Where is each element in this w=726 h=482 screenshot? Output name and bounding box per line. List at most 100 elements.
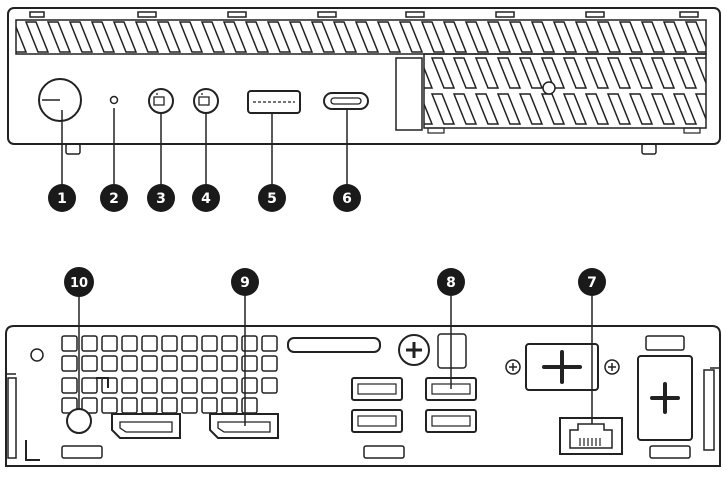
front-top-tabs	[29, 11, 699, 18]
vent-hole	[221, 335, 238, 352]
vent-slat	[518, 57, 544, 89]
svg-text:1: 1	[57, 191, 67, 207]
displayport-1[interactable]	[111, 413, 181, 439]
ethernet-port[interactable]	[559, 417, 623, 455]
vent-hole	[101, 335, 118, 352]
thumb-screw[interactable]	[398, 333, 467, 369]
vent-hole	[261, 377, 278, 394]
vent-slat	[474, 93, 500, 125]
vent-slat	[552, 21, 578, 53]
vent-slat	[424, 65, 434, 89]
callout-4: 4	[192, 184, 220, 212]
vent-hole	[141, 355, 158, 372]
vent-slat	[112, 21, 138, 53]
callout-5: 5	[258, 184, 286, 212]
vent-slat	[584, 93, 610, 125]
vent-slat	[486, 21, 512, 53]
rear-chassis	[5, 325, 721, 467]
front-foot-right	[641, 143, 657, 155]
vent-slat	[452, 57, 478, 89]
displayport-2[interactable]	[209, 413, 279, 439]
callouts: 1 2 3 4 5 6 7 8	[48, 184, 606, 297]
vent-slat	[430, 57, 456, 89]
vent-hole	[201, 335, 218, 352]
vent-slat	[354, 21, 380, 53]
vent-slat	[288, 21, 314, 53]
vent-hole	[61, 335, 78, 352]
vent-slat	[464, 21, 490, 53]
vent-slat	[266, 21, 292, 53]
rear-leader-lines	[78, 294, 593, 426]
vent-slat	[496, 93, 522, 125]
usb-a-port[interactable]	[247, 90, 301, 114]
vent-slat	[200, 21, 226, 53]
vent-slat	[694, 93, 706, 122]
vent-hole	[221, 355, 238, 372]
vent-slat	[662, 21, 688, 53]
callout-6: 6	[333, 184, 361, 212]
vent-slat	[90, 21, 116, 53]
rear-small-hole	[30, 348, 44, 362]
vent-hole	[241, 335, 258, 352]
callout-2: 2	[100, 184, 128, 212]
side-bracket	[637, 335, 693, 441]
vent-slat	[650, 93, 676, 125]
vent-hole	[81, 355, 98, 372]
usb-c-port[interactable]	[323, 92, 369, 110]
vent-slat	[420, 21, 446, 53]
svg-text:10: 10	[70, 276, 88, 291]
vent-slat	[672, 93, 698, 125]
vent-slat	[640, 21, 666, 53]
vent-hole	[121, 397, 138, 414]
front-leader-lines	[61, 108, 348, 186]
front-vent-grille	[15, 19, 707, 134]
vent-hole	[81, 377, 98, 394]
callout-3: 3	[147, 184, 175, 212]
vent-hole	[121, 355, 138, 372]
callout-7: 7	[578, 268, 606, 296]
vent-hole	[181, 397, 198, 414]
vent-slat	[530, 21, 556, 53]
vent-slat	[376, 21, 402, 53]
svg-text:7: 7	[587, 275, 597, 291]
rear-bottom-slots	[61, 445, 691, 459]
vent-slat	[134, 21, 160, 53]
vent-hole	[221, 397, 238, 414]
svg-text:6: 6	[342, 191, 352, 207]
vent-slat	[178, 21, 204, 53]
callout-8: 8	[437, 268, 465, 296]
vent-slat	[508, 21, 534, 53]
vent-hole	[161, 377, 178, 394]
vent-hole	[261, 335, 278, 352]
callout-9: 9	[231, 268, 259, 296]
power-button[interactable]	[38, 78, 82, 122]
vent-slat	[156, 21, 182, 53]
vent-hole	[141, 397, 158, 414]
svg-text:8: 8	[446, 275, 456, 291]
vent-hole	[101, 397, 118, 414]
vent-slat	[442, 21, 468, 53]
vent-slat	[628, 93, 654, 125]
vent-hole	[141, 377, 158, 394]
vent-hole	[221, 377, 238, 394]
vent-slat	[68, 21, 94, 53]
vent-slat	[540, 93, 566, 125]
microphone-jack[interactable]	[148, 88, 174, 114]
vent-slat	[606, 93, 632, 125]
vent-hole	[81, 335, 98, 352]
svg-text:3: 3	[156, 191, 166, 207]
usb-a-ports[interactable]	[351, 377, 477, 433]
vent-hole	[141, 335, 158, 352]
vent-hole	[241, 377, 258, 394]
vent-slat	[628, 57, 654, 89]
rear-panel	[5, 294, 721, 467]
vent-slat	[596, 21, 622, 53]
callout-10: 10	[64, 267, 94, 297]
vent-slat	[606, 57, 632, 89]
power-connector[interactable]	[66, 408, 92, 434]
vent-slat	[474, 57, 500, 89]
blanking-plate	[505, 343, 620, 391]
headphone-jack[interactable]	[193, 88, 219, 114]
vent-slat	[618, 21, 644, 53]
